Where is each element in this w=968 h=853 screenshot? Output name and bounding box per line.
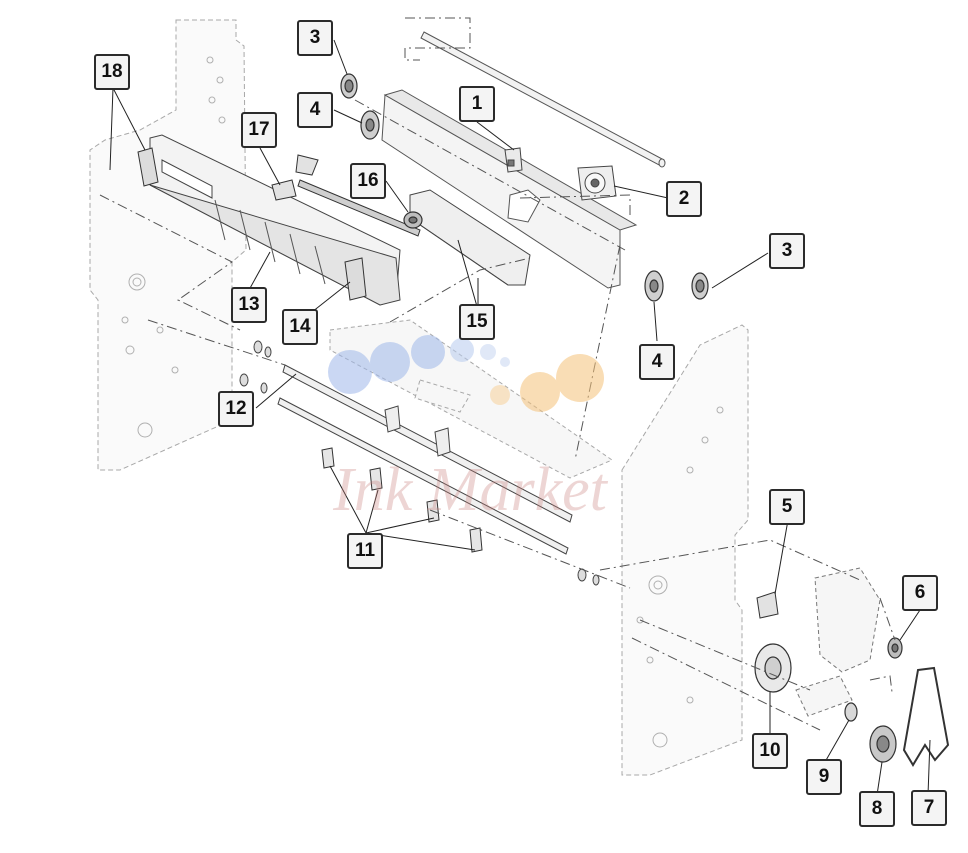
callout-5: 5 [769, 489, 805, 525]
callout-2: 2 [666, 181, 702, 217]
callout-7-label: 7 [923, 797, 935, 818]
gear-4-top [360, 110, 380, 140]
belt-7 [902, 666, 950, 767]
callout-18: 18 [94, 54, 130, 90]
paper-guide-assembly [149, 134, 401, 306]
callout-4-top-label: 4 [309, 99, 321, 120]
left-side-frame [89, 19, 247, 471]
callout-3-right: 3 [769, 233, 805, 269]
drive-motor-10 [754, 643, 792, 693]
shaft-12 [282, 364, 573, 523]
actuator-14 [344, 257, 367, 301]
callout-10: 10 [752, 733, 788, 769]
actuator-18 [137, 147, 159, 187]
callout-8-label: 8 [871, 798, 883, 819]
right-frame-holes [636, 406, 724, 748]
callout-14-label: 14 [289, 316, 311, 337]
bracket-17 [271, 154, 319, 201]
pulley-8 [869, 725, 897, 763]
callout-4-right-label: 4 [651, 351, 663, 372]
callout-5-label: 5 [781, 496, 793, 517]
callout-4-right: 4 [639, 344, 675, 380]
sensor-5 [756, 591, 779, 619]
callout-9: 9 [806, 759, 842, 795]
callout-10-label: 10 [759, 740, 781, 761]
callout-1: 1 [459, 86, 495, 122]
callout-3-top-label: 3 [309, 27, 321, 48]
toothed-rack [297, 179, 421, 237]
callout-15: 15 [459, 304, 495, 340]
callout-4-top: 4 [297, 92, 333, 128]
callout-1-label: 1 [471, 93, 483, 114]
callout-6: 6 [902, 575, 938, 611]
callout-3-right-label: 3 [781, 240, 793, 261]
callout-14: 14 [282, 309, 318, 345]
finger-parts-11 [321, 447, 483, 553]
callout-3-top: 3 [297, 20, 333, 56]
callout-13-label: 13 [238, 294, 260, 315]
watermark-text: Ink Market [332, 456, 608, 524]
callout-12-label: 12 [225, 398, 247, 419]
bushing-9 [844, 702, 858, 722]
gear-3-top [340, 73, 358, 99]
shaft-flags [384, 405, 451, 457]
callout-12: 12 [218, 391, 254, 427]
callout-2-label: 2 [678, 188, 690, 209]
callout-17-label: 17 [248, 119, 270, 140]
callout-leaders [109, 39, 931, 796]
callout-15-label: 15 [466, 311, 488, 332]
left-frame-holes [121, 56, 226, 438]
callout-8: 8 [859, 791, 895, 827]
callout-11-label: 11 [354, 540, 376, 561]
pulley-6 [887, 637, 903, 659]
callout-6-label: 6 [914, 582, 926, 603]
gear-16 [403, 211, 423, 229]
callout-17: 17 [241, 112, 277, 148]
gear-3-right [691, 272, 709, 300]
right-side-frame [621, 324, 749, 776]
callout-9-label: 9 [818, 766, 830, 787]
lower-shaft [277, 397, 569, 555]
callout-18-label: 18 [101, 61, 123, 82]
callout-16: 16 [350, 163, 386, 199]
switch-part [504, 147, 523, 173]
gear-4-right [644, 270, 664, 302]
callout-7: 7 [911, 790, 947, 826]
callout-11: 11 [347, 533, 383, 569]
right-bracket-plate [795, 567, 881, 717]
callout-16-label: 16 [357, 170, 379, 191]
top-shaft [420, 31, 666, 168]
assembly-leader-lines [99, 17, 896, 731]
callout-13: 13 [231, 287, 267, 323]
watermark: Ink Market [328, 335, 609, 524]
motor-part [577, 165, 617, 201]
